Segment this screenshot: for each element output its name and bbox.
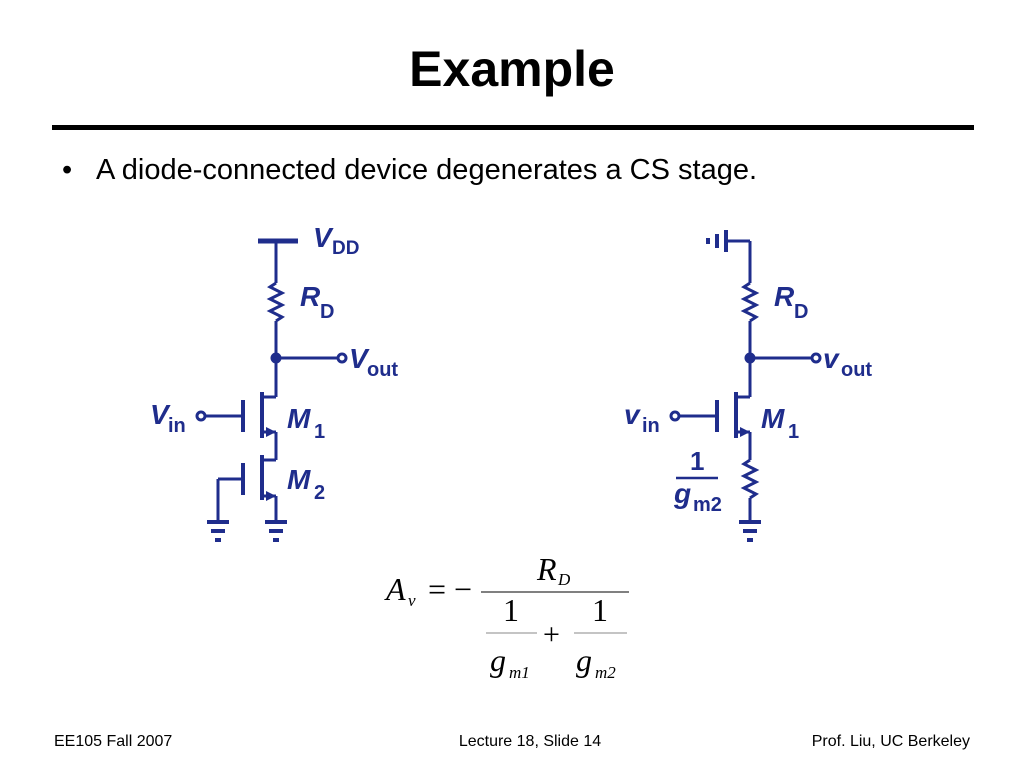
footer-slide-number: Lecture 18, Slide 14 (458, 733, 602, 750)
eq-g1-sub: m1 (509, 663, 530, 682)
left-vin-terminal (195, 410, 207, 422)
eq-numerator-sub: D (557, 570, 571, 589)
footer-course: EE105 Fall 2007 (54, 733, 173, 750)
eq-lhs-sub: v (408, 591, 416, 610)
left-vout-terminal (336, 352, 348, 364)
right-vout-label: v (823, 343, 840, 374)
right-deg-numerator: 1 (690, 446, 704, 476)
eq-g2: g (576, 642, 592, 678)
left-rd-sub: D (320, 301, 334, 323)
right-deg-denominator-sub: m2 (693, 494, 722, 516)
eq-one-b: 1 (592, 592, 608, 628)
left-rd-label: R (300, 281, 321, 312)
right-vout-terminal (810, 352, 822, 364)
eq-g1: g (490, 642, 506, 678)
right-vin-sub: in (642, 415, 660, 437)
bullet-icon: • (62, 154, 73, 186)
right-rd-resistor (740, 281, 760, 323)
left-m1-arrow-icon (266, 427, 276, 437)
left-m2-label: M (287, 464, 311, 495)
eq-plus: + (543, 618, 560, 651)
footer-author: Prof. Liu, UC Berkeley (811, 733, 970, 750)
left-m1-sub: 1 (314, 421, 325, 443)
eq-one-a: 1 (503, 592, 519, 628)
right-ground (739, 520, 761, 542)
eq-equals-minus: = − (428, 571, 472, 607)
left-m2-sub: 2 (314, 482, 325, 504)
bullet-text: A diode-connected device degenerates a C… (96, 154, 758, 186)
right-vout-sub: out (841, 359, 872, 381)
left-vdd-label: V (313, 222, 334, 253)
right-ac-ground-symbol (706, 230, 728, 252)
left-circuit (195, 238, 348, 542)
right-vin-terminal (669, 410, 681, 422)
left-m2-arrow-icon (266, 491, 276, 501)
right-m1-sub: 1 (788, 421, 799, 443)
left-ground-2 (265, 520, 287, 542)
left-vdd-sub: DD (332, 238, 359, 259)
bullet-item: • A diode-connected device degenerates a … (62, 152, 757, 188)
eq-numerator: R (536, 551, 557, 587)
title-divider (52, 125, 974, 130)
right-circuit (669, 230, 822, 542)
left-vout-label: V (349, 343, 370, 374)
eq-g2-sub: m2 (595, 663, 616, 682)
left-rd-resistor (266, 281, 286, 323)
right-vin-label: v (624, 399, 641, 430)
slide-title: Example (409, 41, 615, 97)
right-m1-label: M (761, 403, 785, 434)
right-deg-denominator: g (673, 478, 691, 509)
left-vin-sub: in (168, 415, 186, 437)
right-deg-resistor (740, 458, 760, 500)
left-vin-label: V (150, 399, 171, 430)
right-rd-sub: D (794, 301, 808, 323)
left-vout-sub: out (367, 359, 398, 381)
left-ground-1 (207, 520, 229, 542)
eq-lhs: A (384, 571, 406, 607)
left-m1-label: M (287, 403, 311, 434)
right-rd-label: R (774, 281, 795, 312)
right-m1-arrow-icon (740, 427, 750, 437)
